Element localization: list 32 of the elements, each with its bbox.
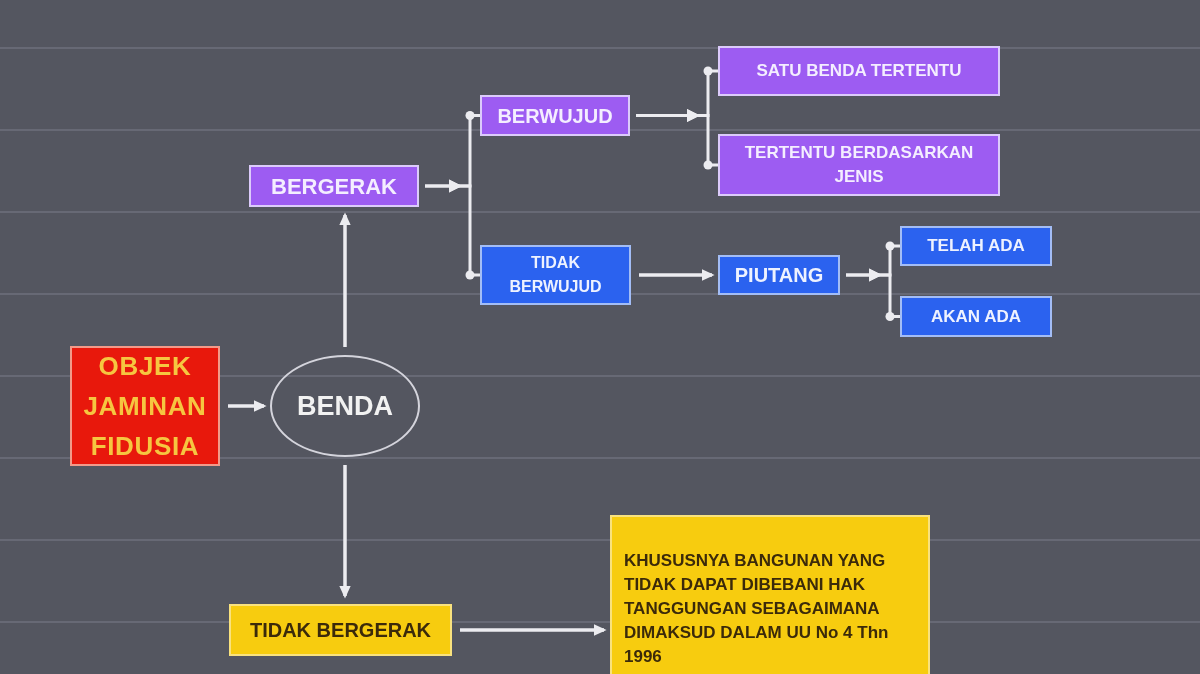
node-label: TIDAK BERWUJUD — [508, 253, 603, 297]
category-box — [229, 604, 452, 656]
node-label: TERTENTU BERDASARKAN JENIS — [743, 142, 975, 188]
node-label: OBJEK JAMINAN FIDUSIA — [82, 350, 208, 463]
arrow — [339, 465, 351, 599]
category-box — [900, 296, 1052, 337]
note-box — [610, 515, 930, 674]
node-label: AKAN ADA — [931, 305, 1021, 328]
arrow — [228, 400, 267, 412]
arrow — [460, 624, 607, 636]
category-box — [249, 165, 419, 207]
node-label: PIUTANG — [734, 263, 824, 288]
node-label: TIDAK BERGERAK — [249, 618, 432, 643]
node-label: BERWUJUD — [497, 103, 613, 129]
arrow — [639, 269, 715, 281]
category-box — [480, 245, 631, 305]
category-box — [900, 226, 1052, 266]
bracket-arrow — [425, 179, 480, 280]
highlight-box — [70, 346, 220, 466]
arrow — [339, 212, 351, 347]
node-label: TELAH ADA — [927, 235, 1025, 258]
node-label: BERGERAK — [271, 172, 397, 201]
node-label: SATU BENDA TERTENTU — [756, 60, 962, 83]
category-box — [718, 134, 1000, 196]
node-label: BENDA — [297, 389, 393, 423]
category-box — [480, 95, 630, 136]
category-box — [718, 46, 1000, 96]
bracket-arrow — [636, 109, 718, 170]
bracket-arrow — [846, 268, 900, 321]
note-text: KHUSUSNYA BANGUNAN YANG TIDAK DAPAT DIBEBANI HAK TANGGUNGAN SEBAGAIMANA DIMAKSUD DALAM UU No 4 Thn 1996 — [624, 550, 890, 668]
category-box — [718, 255, 840, 295]
oval-node — [270, 355, 420, 457]
